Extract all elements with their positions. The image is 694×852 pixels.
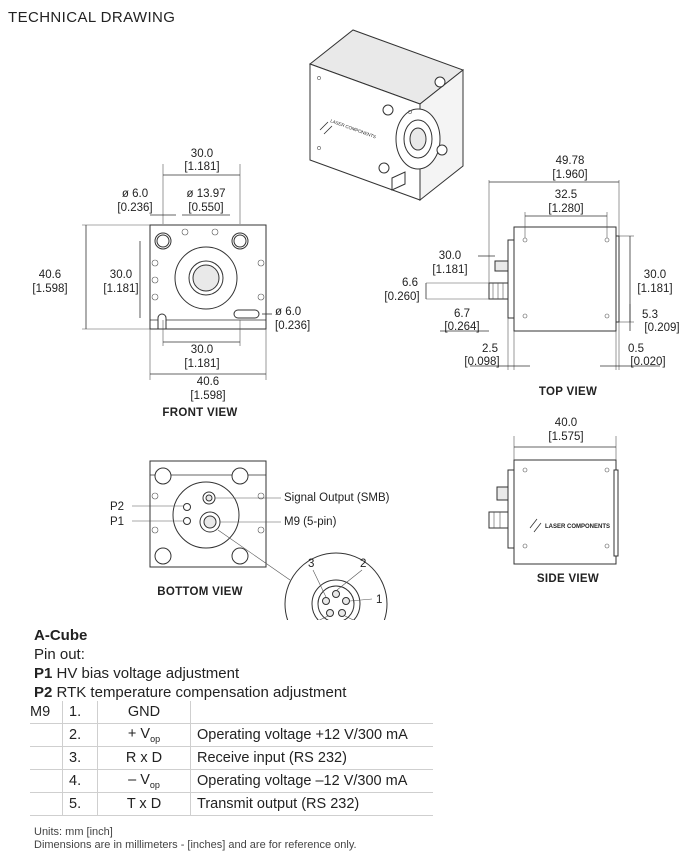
table-row: 2. + Vop Operating voltage +12 V/300 mA (30, 723, 433, 747)
top-right-b-in: [0.209] (644, 322, 679, 334)
bottom-label-signal: Signal Output (SMB) (284, 492, 390, 504)
pin-description (190, 701, 433, 724)
top-left-a-in: [1.181] (432, 264, 467, 276)
p1-line: P1 HV bias voltage adjustment (34, 664, 346, 683)
pin-description: Operating voltage –12 V/300 mA (190, 769, 433, 793)
pin-table: M9 1. GND 2. + Vop Operating voltage +12… (30, 701, 433, 816)
pin-symbol-main: + V (127, 726, 151, 743)
isometric-view: LASER COMPONENTS (308, 29, 465, 202)
top-right-a-in: [1.181] (637, 283, 672, 295)
pin-number: 3. (62, 746, 98, 770)
p2-desc: RTK temperature compensation adjustment (56, 684, 347, 701)
pin-number: 2. (62, 723, 98, 747)
page-title: TECHNICAL DRAWING (8, 9, 176, 26)
side-logo: LASER COMPONENTS (545, 524, 610, 530)
front-slot-dim: ø 6.0 (275, 306, 301, 318)
pin-description: Transmit output (RS 232) (190, 792, 433, 816)
table-row: M9 1. GND (30, 701, 433, 724)
bottom-view-caption: BOTTOM VIEW (157, 586, 243, 598)
top-overall-in: [1.960] (552, 169, 587, 181)
front-bore-dim: ø 13.97 (187, 188, 226, 200)
table-row: 4. – Vop Operating voltage –12 V/300 mA (30, 769, 433, 793)
front-bottom-outer-in: [1.598] (190, 390, 225, 402)
p1-desc: HV bias voltage adjustment (56, 665, 240, 682)
m9-pin-3: 3 (308, 558, 314, 570)
pin-symbol-main: – V (128, 772, 150, 789)
top-bot-a: 2.5 (482, 343, 498, 355)
pin-description: Receive input (RS 232) (190, 746, 433, 770)
p1-code: P1 (34, 665, 53, 682)
front-bottom-inner: 30.0 (191, 344, 213, 356)
units-note: Units: mm [inch] (34, 826, 113, 838)
top-body-in: [1.280] (548, 203, 583, 215)
pin-number: 1. (62, 701, 98, 724)
front-hole-dim-in: [0.236] (117, 202, 152, 214)
bottom-label-p1: P1 (110, 516, 124, 528)
top-bot-b: 0.5 (628, 343, 644, 355)
side-view-caption: SIDE VIEW (537, 573, 599, 585)
pin-symbol: R x D (97, 746, 191, 770)
technical-drawing: LASER COMPONENTS 30.0 [1.181] ø 6.0 [0.2… (32, 29, 680, 620)
pin-symbol: GND (97, 701, 191, 724)
top-body: 32.5 (555, 189, 577, 201)
front-top-width-in: [1.181] (184, 161, 219, 173)
front-height-outer: 40.6 (39, 269, 61, 281)
side-width-in: [1.575] (548, 431, 583, 443)
top-view: 49.78 [1.960] 32.5 [1.280] 30.0 [1.181] … (384, 155, 679, 398)
top-view-caption: TOP VIEW (539, 386, 597, 398)
top-left-b: 6.6 (402, 277, 418, 289)
top-overall: 49.78 (556, 155, 585, 167)
top-right-a: 30.0 (644, 269, 666, 281)
p2-line: P2 RTK temperature compensation adjustme… (34, 683, 346, 702)
front-top-width: 30.0 (191, 148, 213, 160)
front-bore-dim-in: [0.550] (188, 202, 223, 214)
bottom-label-m9: M9 (5-pin) (284, 516, 337, 528)
footer: Units: mm [inch] Dimensions are in milli… (34, 826, 357, 852)
p2-code: P2 (34, 684, 53, 701)
top-left-c: 6.7 (454, 308, 470, 320)
pin-number: 4. (62, 769, 98, 793)
top-left-a: 30.0 (439, 250, 461, 262)
front-slot-dim-in: [0.236] (275, 320, 310, 332)
pin-symbol-sub: op (149, 779, 160, 790)
bottom-view: P2 P1 Signal Output (SMB) M9 (5-pin) BOT… (110, 460, 390, 598)
product-info: A-Cube Pin out: P1 HV bias voltage adjus… (34, 626, 346, 702)
top-left-c-in: [0.264] (444, 321, 479, 333)
product-name: A-Cube (34, 627, 88, 644)
m9-connector-detail: 1 2 3 4 5 (284, 552, 388, 620)
front-view: 30.0 [1.181] ø 6.0 [0.236] ø 13.97 [0.55… (32, 148, 310, 419)
m9-pin-2: 2 (360, 558, 366, 570)
front-bottom-inner-in: [1.181] (184, 358, 219, 370)
top-bot-a-in: [0.098] (464, 356, 499, 368)
front-height-inner: 30.0 (110, 269, 132, 281)
front-height-outer-in: [1.598] (32, 283, 67, 295)
top-right-b: 5.3 (642, 309, 658, 321)
table-row: 5. T x D Transmit output (RS 232) (30, 792, 433, 816)
pin-symbol: + Vop (97, 723, 191, 747)
bottom-label-p2: P2 (110, 501, 124, 513)
front-hole-dim: ø 6.0 (122, 188, 148, 200)
front-bottom-outer: 40.6 (197, 376, 219, 388)
top-bot-b-in: [0.020] (630, 356, 665, 368)
pin-symbol: – Vop (97, 769, 191, 793)
pin-number: 5. (62, 792, 98, 816)
connector-label: M9 (30, 701, 63, 724)
m9-pin-1: 1 (376, 594, 382, 606)
reference-note: Dimensions are in millimeters - [inches]… (34, 839, 357, 851)
pinout-label: Pin out: (34, 646, 85, 663)
side-view: LASER COMPONENTS 40.0 [1.575] SIDE VIEW (488, 417, 619, 585)
front-view-caption: FRONT VIEW (162, 407, 237, 419)
side-width: 40.0 (555, 417, 577, 429)
pin-symbol: T x D (97, 792, 191, 816)
top-left-b-in: [0.260] (384, 291, 419, 303)
pin-description: Operating voltage +12 V/300 mA (190, 723, 433, 747)
front-height-inner-in: [1.181] (103, 283, 138, 295)
pin-symbol-sub: op (150, 733, 161, 744)
table-row: 3. R x D Receive input (RS 232) (30, 746, 433, 770)
